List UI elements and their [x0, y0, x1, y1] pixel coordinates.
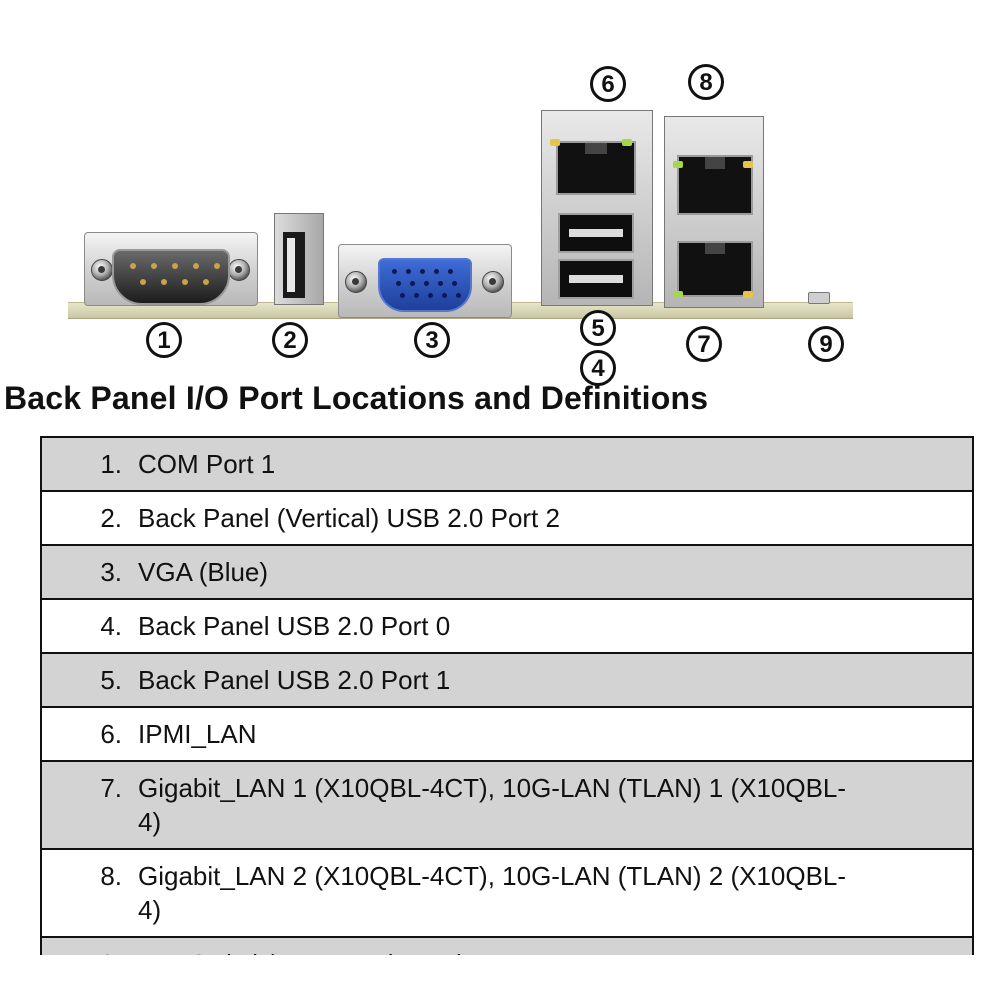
row-number: 6.: [100, 719, 122, 749]
row-number: 5.: [100, 665, 122, 695]
callout-2: 2: [272, 322, 308, 358]
screw: [228, 259, 250, 281]
port-definition-table: 1. COM Port 1 2. Back Panel (Vertical) U…: [40, 436, 974, 992]
row-label: VGA (Blue): [138, 557, 269, 587]
row-label: COM Port 1: [138, 449, 276, 479]
status-led: [673, 291, 683, 298]
row-label: IPMI_LAN: [138, 719, 257, 749]
table-row: 6. IPMI_LAN: [40, 706, 974, 762]
row-label: Gigabit_LAN 1 (X10QBL-4CT), 10G-LAN (TLA…: [138, 773, 847, 837]
row-label: Back Panel (Vertical) USB 2.0 Port 2: [138, 503, 560, 533]
table-row: 1. COM Port 1: [40, 436, 974, 492]
rj45-port-icon: [677, 241, 753, 297]
status-led: [550, 139, 560, 146]
screw: [91, 259, 113, 281]
usb-port-icon: [274, 213, 324, 305]
status-led: [622, 139, 632, 146]
uid-switch-icon: [808, 292, 830, 304]
page-cutoff: [0, 955, 1000, 1000]
status-led: [743, 161, 753, 168]
status-led: [673, 161, 683, 168]
rj45-port-icon: [556, 141, 636, 195]
row-number: 2.: [100, 503, 122, 533]
ipmi-usb-stack: [541, 110, 653, 306]
db9-connector: [112, 249, 230, 305]
callout-6: 6: [590, 66, 626, 102]
table-row: 4. Back Panel USB 2.0 Port 0: [40, 598, 974, 654]
usb-port-icon: [558, 259, 634, 299]
row-label: Back Panel USB 2.0 Port 1: [138, 665, 451, 695]
dual-lan-stack: [664, 116, 764, 308]
callout-7: 7: [686, 326, 722, 362]
rj45-port-icon: [677, 155, 753, 215]
callout-5: 5: [580, 310, 616, 346]
row-number: 7.: [100, 773, 122, 803]
table-row: 5. Back Panel USB 2.0 Port 1: [40, 652, 974, 708]
screw: [482, 271, 504, 293]
callout-1: 1: [146, 322, 182, 358]
callout-3: 3: [414, 322, 450, 358]
section-heading: Back Panel I/O Port Locations and Defini…: [4, 380, 709, 416]
callout-4: 4: [580, 350, 616, 386]
back-panel-illustration: 1 2 3 4 5 6 7 8 9: [0, 0, 1000, 386]
row-number: 8.: [100, 861, 122, 891]
vga-connector: [378, 258, 472, 312]
table-row: 2. Back Panel (Vertical) USB 2.0 Port 2: [40, 490, 974, 546]
status-led: [743, 291, 753, 298]
row-label: Back Panel USB 2.0 Port 0: [138, 611, 451, 641]
table-row: 3. VGA (Blue): [40, 544, 974, 600]
usb-port-icon: [558, 213, 634, 253]
table-row: 8. Gigabit_LAN 2 (X10QBL-4CT), 10G-LAN (…: [40, 848, 974, 938]
callout-8: 8: [688, 64, 724, 100]
row-label: Gigabit_LAN 2 (X10QBL-4CT), 10G-LAN (TLA…: [138, 861, 847, 925]
table-row: 7. Gigabit_LAN 1 (X10QBL-4CT), 10G-LAN (…: [40, 760, 974, 850]
row-number: 1.: [100, 449, 122, 479]
row-number: 3.: [100, 557, 122, 587]
screw: [345, 271, 367, 293]
callout-9: 9: [808, 326, 844, 362]
row-number: 4.: [100, 611, 122, 641]
